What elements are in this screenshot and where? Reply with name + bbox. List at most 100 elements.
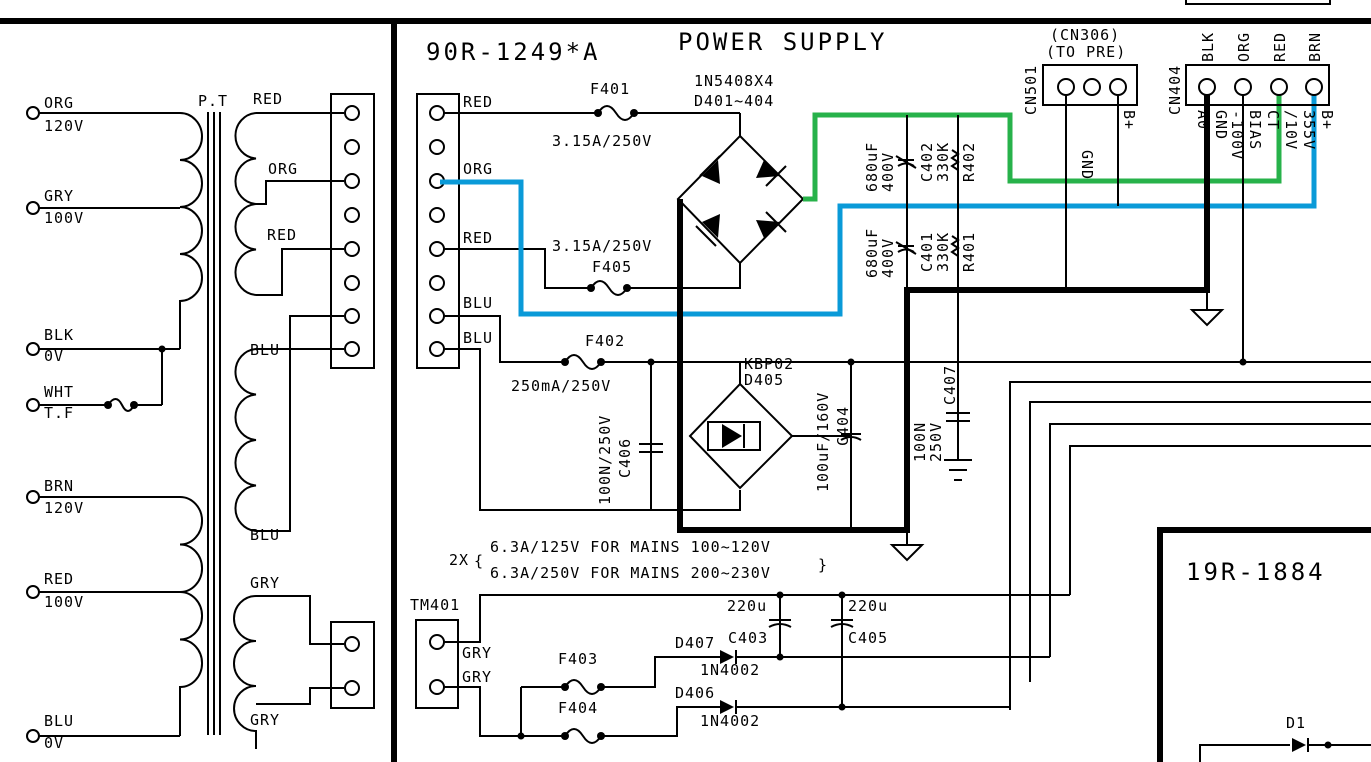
svg-text:RED: RED	[1271, 32, 1289, 62]
green-wire	[803, 88, 1282, 202]
fuse-f404	[564, 728, 602, 744]
svg-text:100V: 100V	[44, 593, 84, 611]
svg-text:C404: C404	[834, 406, 852, 446]
svg-text:T.F: T.F	[44, 404, 74, 422]
secondary-label-red-2: RED	[267, 226, 297, 244]
svg-text:RED: RED	[44, 570, 74, 588]
primary-terminal-brn: BRN 120V	[26, 477, 180, 517]
svg-text:(TO PRE): (TO PRE)	[1046, 43, 1126, 61]
fuse-f405	[590, 280, 628, 296]
svg-text:ORG: ORG	[1235, 32, 1253, 62]
svg-text:100N: 100N	[911, 422, 929, 462]
svg-text:C405: C405	[848, 629, 888, 647]
fuse-f403	[564, 679, 602, 695]
fuse-f402	[564, 354, 602, 370]
svg-text:C402: C402	[918, 142, 936, 182]
fuse-f402-rating: 250mA/250V	[511, 377, 611, 395]
svg-text:680uF: 680uF	[863, 142, 881, 192]
primary-terminal-org: ORG 120V	[26, 94, 180, 135]
svg-text:CN501: CN501	[1022, 65, 1040, 115]
cap-c403	[768, 619, 792, 628]
cap-c407	[946, 412, 970, 422]
svg-text:KBP02: KBP02	[744, 355, 794, 373]
svg-text:D407: D407	[675, 634, 715, 652]
cap-c406	[639, 443, 663, 453]
tm401: TM401 GRY GRY	[410, 594, 1070, 737]
secondary-label-gry-2: GRY	[250, 711, 280, 729]
svg-text:GRY: GRY	[44, 187, 74, 205]
secondary-coil-2	[234, 348, 257, 532]
fuse-f405-rating: 3.15A/250V	[552, 237, 652, 255]
conn-label-org: ORG	[463, 160, 493, 178]
svg-text:WHT: WHT	[44, 383, 74, 401]
svg-text:120V: 120V	[44, 499, 84, 517]
svg-text:D405: D405	[744, 371, 784, 389]
svg-text:0V: 0V	[44, 347, 64, 365]
conn-label-red-2: RED	[463, 229, 493, 247]
svg-text:CN404: CN404	[1166, 65, 1184, 115]
svg-text:220u: 220u	[848, 597, 888, 615]
svg-text:-100V: -100V	[1228, 110, 1246, 160]
svg-text:D406: D406	[675, 684, 715, 702]
svg-text:100N/250V: 100N/250V	[596, 415, 614, 505]
fuse-f405-label: F405	[592, 258, 632, 276]
svg-text:400V: 400V	[879, 238, 897, 278]
ground-bus	[677, 88, 1210, 533]
svg-text:ORG: ORG	[44, 94, 74, 112]
svg-text:B+: B+	[1120, 110, 1138, 130]
svg-text:C403: C403	[728, 629, 768, 647]
bridge-kbp02: KBP02 D405	[688, 355, 794, 490]
fuse-f403-label: F403	[558, 650, 598, 668]
rectifier-name: 1N5408X4	[694, 72, 774, 90]
secondary-label-gry-1: GRY	[250, 574, 280, 592]
left-connector-block	[330, 93, 375, 369]
svg-text:1N4002: 1N4002	[700, 661, 760, 679]
svg-text:R402: R402	[960, 142, 978, 182]
secondary-label-org: ORG	[268, 160, 298, 178]
svg-text:355V: 355V	[1300, 110, 1318, 150]
rectifier-ref: D401~404	[694, 92, 774, 110]
svg-text:250V: 250V	[927, 422, 945, 462]
fuse-f401-label: F401	[590, 80, 630, 98]
secondary-label-blu-2: BLU	[250, 526, 280, 544]
svg-text:GND: GND	[1212, 110, 1230, 140]
fuse-f402-label: F402	[585, 332, 625, 350]
svg-text:TM401: TM401	[410, 596, 460, 614]
note-line-2: 6.3A/250V FOR MAINS 200~230V	[490, 564, 771, 582]
page-title: POWER SUPPLY	[678, 28, 887, 56]
svg-text:19R-1884: 19R-1884	[1186, 558, 1326, 586]
svg-text:(CN306): (CN306)	[1050, 26, 1120, 44]
secondary-label-red-1: RED	[253, 90, 283, 108]
board-id: 90R-1249*A	[426, 38, 601, 66]
svg-text:220u: 220u	[727, 597, 767, 615]
svg-text:330K: 330K	[934, 142, 952, 182]
svg-text:330K: 330K	[934, 232, 952, 272]
bridge-rectifier-d401: 1N5408X4 D401~404	[676, 72, 805, 265]
conn-label-blu-2: BLU	[463, 329, 493, 347]
svg-text:{: {	[474, 552, 484, 570]
svg-text:C407: C407	[941, 365, 959, 405]
frame-corner-box	[1185, 0, 1331, 5]
conn-label-blu-1: BLU	[463, 294, 493, 312]
left-connector-gry	[330, 621, 375, 709]
svg-text:CT: CT	[1264, 110, 1282, 130]
filter-caps-c401-c402: 680uF 400V C402 330K R402 680uF 400V C40…	[863, 115, 978, 290]
blue-wire	[440, 88, 1317, 317]
cap-c405	[830, 619, 854, 628]
svg-text:100uF/160V: 100uF/160V	[814, 392, 832, 492]
primary-terminal-blu: BLU 0V	[26, 712, 180, 752]
primary-terminal-red: RED 100V	[26, 570, 180, 611]
svg-text:680uF: 680uF	[863, 228, 881, 278]
primary-terminal-blk: BLK 0V	[26, 326, 180, 365]
conn-label-red-1: RED	[463, 93, 493, 111]
fuse-f401-rating: 3.15A/250V	[552, 132, 652, 150]
fuse-f404-label: F404	[558, 699, 598, 717]
ground-symbol-1	[889, 544, 925, 562]
svg-text:BIAS: BIAS	[1246, 110, 1264, 150]
board-input-connector: RED ORG RED BLU BLU	[416, 93, 493, 369]
secondary-coil-3	[233, 595, 257, 749]
primary-terminal-wht: WHT T.F	[26, 345, 166, 422]
connector-cn501: (CN306) (TO PRE) CN501 GND B+	[1022, 26, 1138, 290]
transformer: P.T ORG 120V GRY 100V BLK 0V WHT T.F	[26, 90, 344, 752]
